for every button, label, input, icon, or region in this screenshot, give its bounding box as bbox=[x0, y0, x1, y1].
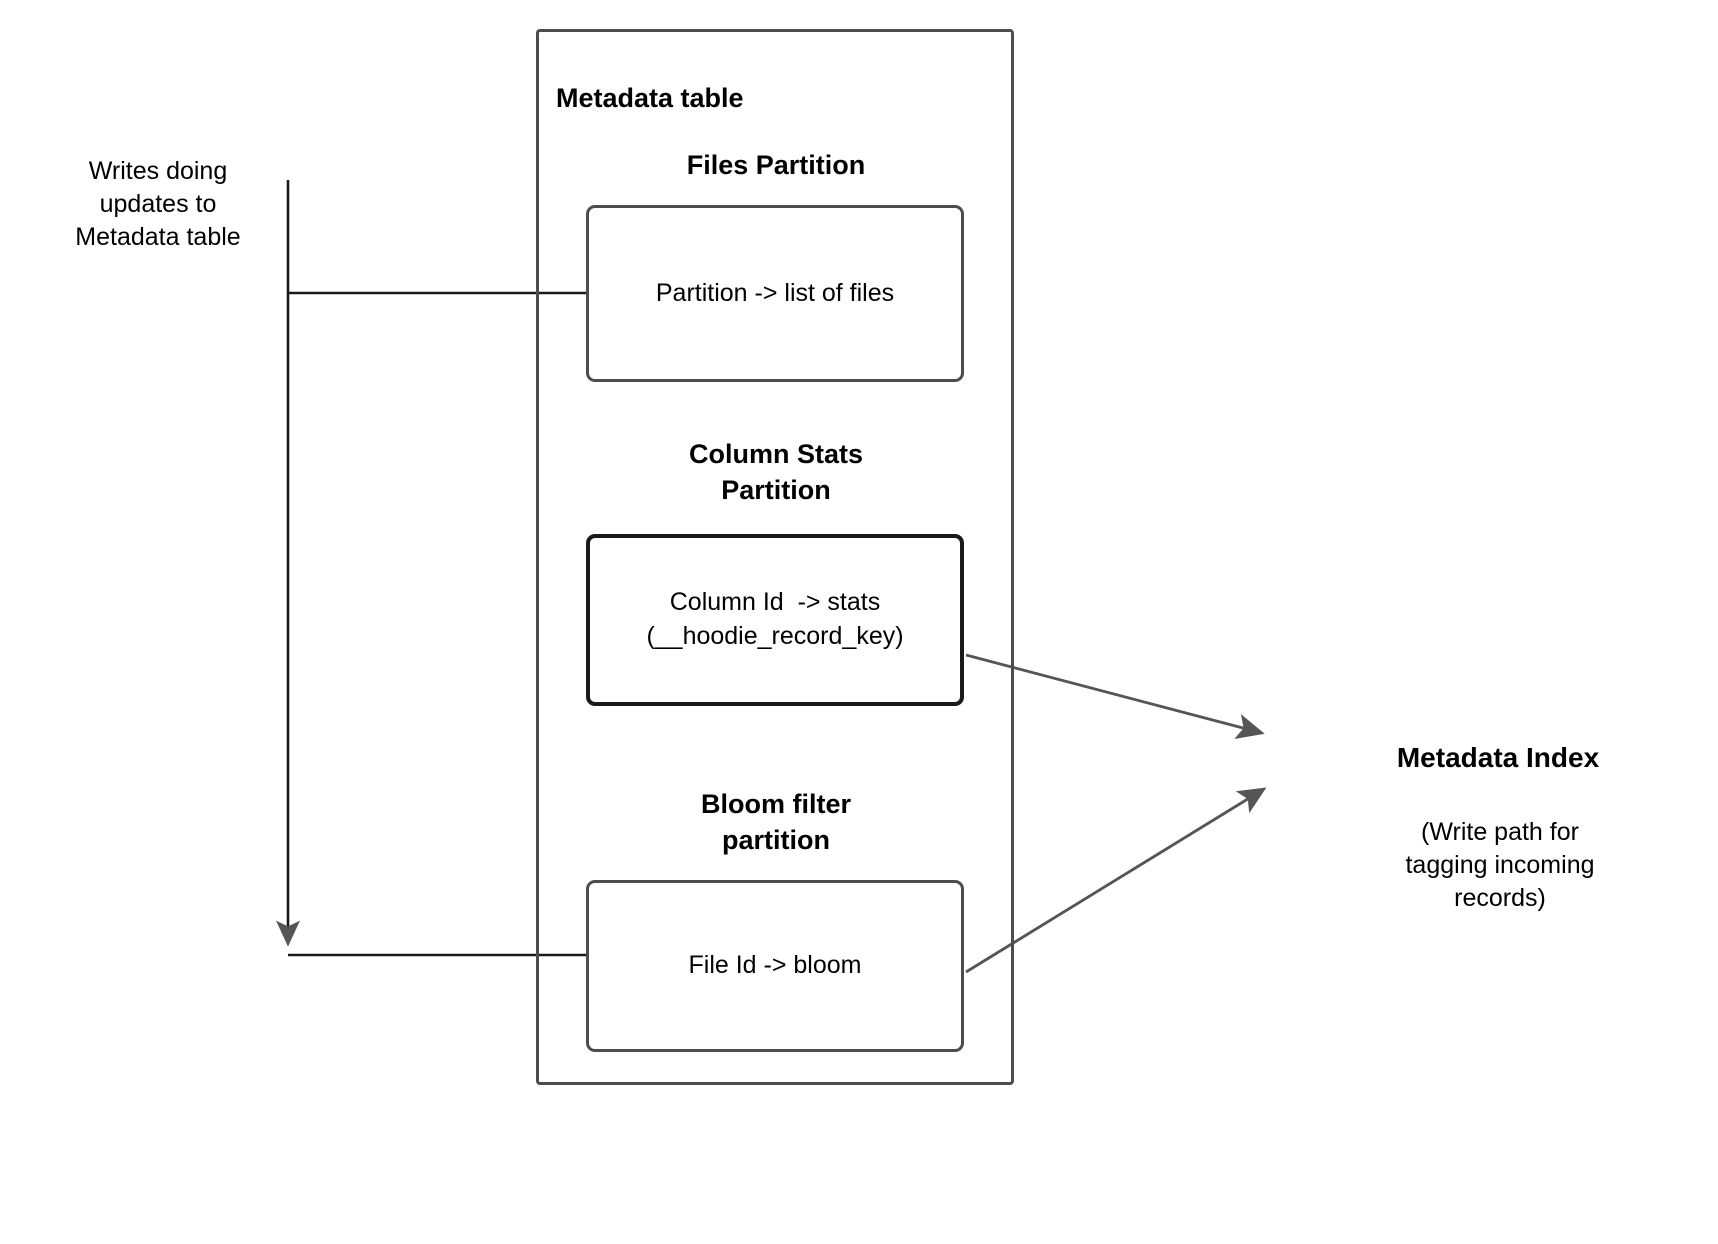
column-stats-partition-heading: Column Stats Partition bbox=[688, 439, 863, 505]
column-stats-partition-box: Column Id -> stats (__hoodie_record_key) bbox=[586, 534, 964, 706]
metadata-table-title: Metadata table bbox=[556, 83, 744, 113]
column-stats-partition-box-text: Column Id -> stats (__hoodie_record_key) bbox=[646, 588, 904, 650]
files-partition-box: Partition -> list of files bbox=[586, 205, 964, 382]
bloom-filter-partition-box: File Id -> bloom bbox=[586, 880, 964, 1052]
metadata-index-caption: (Write path for tagging incoming records… bbox=[1405, 818, 1595, 912]
bloom-filter-partition-heading: Bloom filter partition bbox=[700, 789, 851, 855]
writes-doing-updates-label: Writes doing updates to Metadata table bbox=[75, 157, 241, 251]
metadata-index-title: Metadata Index bbox=[1396, 742, 1600, 773]
files-partition-box-text: Partition -> list of files bbox=[655, 278, 895, 307]
bloom-filter-partition-box-text: File Id -> bloom bbox=[688, 951, 862, 980]
files-partition-heading: Files Partition bbox=[686, 150, 866, 180]
metadata-table-container bbox=[536, 29, 1014, 1085]
